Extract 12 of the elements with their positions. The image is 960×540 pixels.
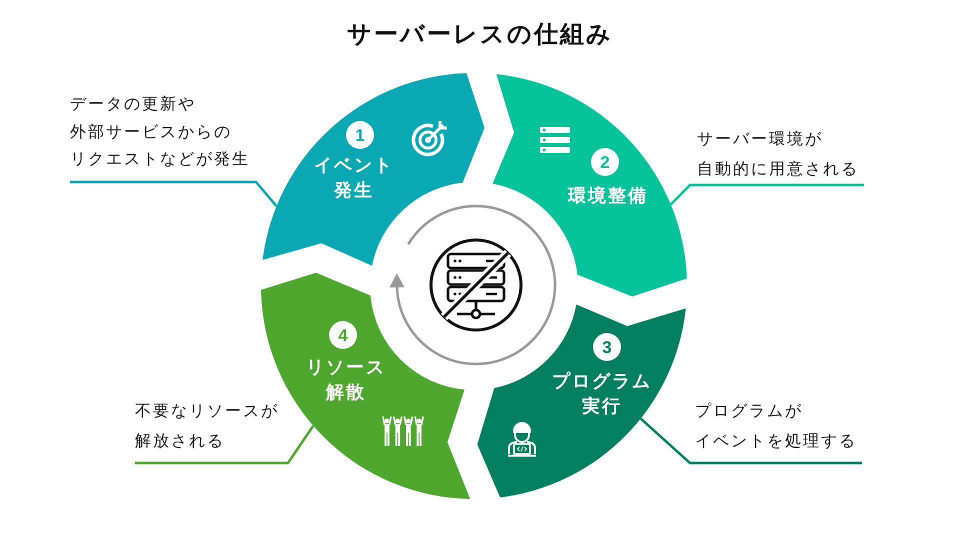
step-label: プログラム実行	[552, 370, 652, 418]
callout-text: プログラムがイベントを処理する	[695, 402, 857, 452]
leader-line	[640, 418, 862, 464]
leader-line	[670, 184, 864, 206]
callout-text: 不要なリソースが解放される	[135, 402, 279, 452]
step-label: リソース解散	[306, 356, 386, 404]
title: サーバーレスの仕組み	[347, 20, 613, 50]
callout-text: データの更新や外部サービスからのリクエストなどが発生	[70, 94, 250, 170]
step-label: 環境整備	[568, 184, 648, 208]
callout-text: サーバー環境が自動的に用意される	[697, 130, 859, 180]
leader-line	[135, 425, 314, 464]
step-label: イベント発生	[314, 154, 394, 202]
